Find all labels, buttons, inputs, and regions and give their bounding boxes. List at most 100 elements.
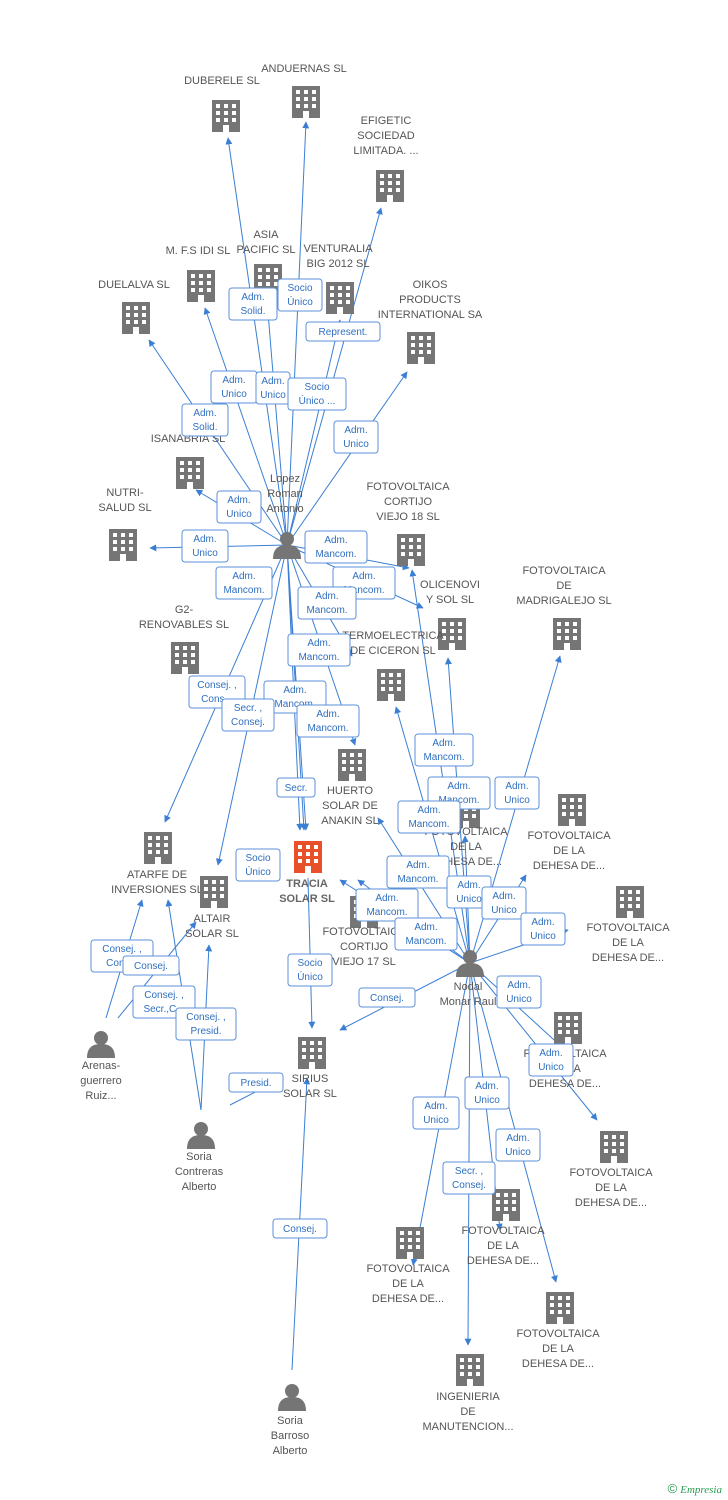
node-label: Nodal <box>454 981 483 993</box>
relation-label[interactable]: Adm.Solid. <box>181 403 229 437</box>
node-label: DEHESA DE... <box>522 1358 594 1370</box>
node-label: SIRIUS <box>292 1073 329 1085</box>
node-anduernas[interactable]: ANDUERNAS SL <box>261 63 347 118</box>
relation-label[interactable]: Adm.Unico <box>255 371 291 405</box>
node-ingenieria[interactable]: INGENIERIADEMANUTENCION... <box>422 1354 514 1433</box>
relation-box <box>216 490 262 524</box>
relation-text: Consej. , <box>102 944 141 955</box>
relation-label[interactable]: Adm.Mancom. <box>394 917 458 951</box>
relation-label[interactable]: Adm.Unico <box>481 886 527 920</box>
relation-label[interactable]: Consej. <box>358 987 416 1008</box>
node-label: FOTOVOLTAICA <box>461 1225 545 1237</box>
relation-label[interactable]: Secr. <box>276 777 316 798</box>
node-label: VIEJO 18 SL <box>376 511 440 523</box>
relation-label[interactable]: Adm.Unico <box>494 776 540 810</box>
relation-box <box>397 800 461 834</box>
node-label: Lopez <box>270 473 300 485</box>
relation-label[interactable]: Represent. <box>305 321 381 342</box>
relation-text: Mancom. <box>307 723 348 734</box>
relation-text: Mancom. <box>397 874 438 885</box>
node-efigetic[interactable]: EFIGETICSOCIEDADLIMITADA. ... <box>353 115 419 202</box>
relation-label[interactable]: Adm.Unico <box>464 1076 510 1110</box>
node-duberele[interactable]: DUBERELE SL <box>184 75 260 132</box>
relation-label[interactable]: Adm.Mancom. <box>386 855 450 889</box>
node-label: DEHESA DE... <box>372 1293 444 1305</box>
node-g2[interactable]: G2-RENOVABLES SL <box>139 604 229 674</box>
relation-label[interactable]: Secr. ,Consej. <box>221 698 275 732</box>
node-label: ASIA <box>253 229 279 241</box>
relation-label[interactable]: Adm.Mancom. <box>215 566 273 600</box>
relation-text: Cons... <box>201 694 233 705</box>
relation-box <box>528 1043 574 1077</box>
node-isanabria[interactable]: ISANABRIA SL <box>151 433 226 489</box>
relation-label[interactable]: SocioÚnico ... <box>287 377 347 411</box>
relation-label[interactable]: Adm.Mancom. <box>397 800 461 834</box>
relation-text: Socio <box>245 853 270 864</box>
relation-label[interactable]: Adm.Unico <box>528 1043 574 1077</box>
relation-label[interactable]: Adm.Mancom. <box>296 704 360 738</box>
brand-footer[interactable]: © Empresia <box>668 1481 722 1496</box>
node-label: Alberto <box>273 1445 308 1457</box>
relation-label[interactable]: Adm.Unico <box>412 1096 460 1130</box>
node-mfsidi[interactable]: M. F.S IDI SL <box>166 245 231 302</box>
node-label: FOTOVOLTAICA <box>522 565 606 577</box>
building-icon <box>144 832 172 864</box>
relation-text: Adm. <box>315 591 338 602</box>
relation-text: Único ... <box>299 394 336 407</box>
relation-label[interactable]: Adm.Solid. <box>228 287 278 321</box>
node-label: CORTIJO <box>384 496 433 508</box>
relation-text: Consej. <box>370 993 404 1004</box>
relation-label[interactable]: Consej. ,Presid. <box>175 1007 237 1041</box>
relation-label[interactable]: Adm.Unico <box>495 1128 541 1162</box>
relation-label[interactable]: Adm.Unico <box>210 370 258 404</box>
relation-label[interactable]: Adm.Mancom. <box>414 733 474 767</box>
relation-label[interactable]: Adm.Mancom. <box>297 586 357 620</box>
relation-text: Adm. <box>193 534 216 545</box>
relation-label[interactable]: Presid. <box>228 1072 284 1093</box>
node-arenas[interactable]: Arenas-guerreroRuiz... <box>80 1031 122 1102</box>
relation-label[interactable]: Consej. <box>122 955 180 976</box>
relation-label[interactable]: Consej. <box>272 1218 328 1239</box>
relation-label[interactable]: Adm.Mancom. <box>304 530 368 564</box>
relation-label[interactable]: Adm.Unico <box>446 875 492 909</box>
building-icon <box>554 1012 582 1044</box>
relation-box <box>481 886 527 920</box>
relation-label[interactable]: Secr. ,Consej. <box>442 1161 496 1195</box>
node-duelalva[interactable]: DUELALVA SL <box>98 279 170 334</box>
node-nutri[interactable]: NUTRI-SALUD SL <box>98 487 152 561</box>
relation-box <box>228 287 278 321</box>
relation-label[interactable]: Adm.Unico <box>333 420 379 454</box>
relation-label[interactable]: Adm.Unico <box>520 912 566 946</box>
relation-label[interactable]: Adm.Mancom. <box>355 888 419 922</box>
relation-label[interactable]: Adm.Unico <box>216 490 262 524</box>
relation-label[interactable]: Adm.Unico <box>181 529 229 563</box>
relation-label[interactable]: Adm.Mancom. <box>287 633 351 667</box>
relation-label[interactable]: Adm.Unico <box>496 975 542 1009</box>
